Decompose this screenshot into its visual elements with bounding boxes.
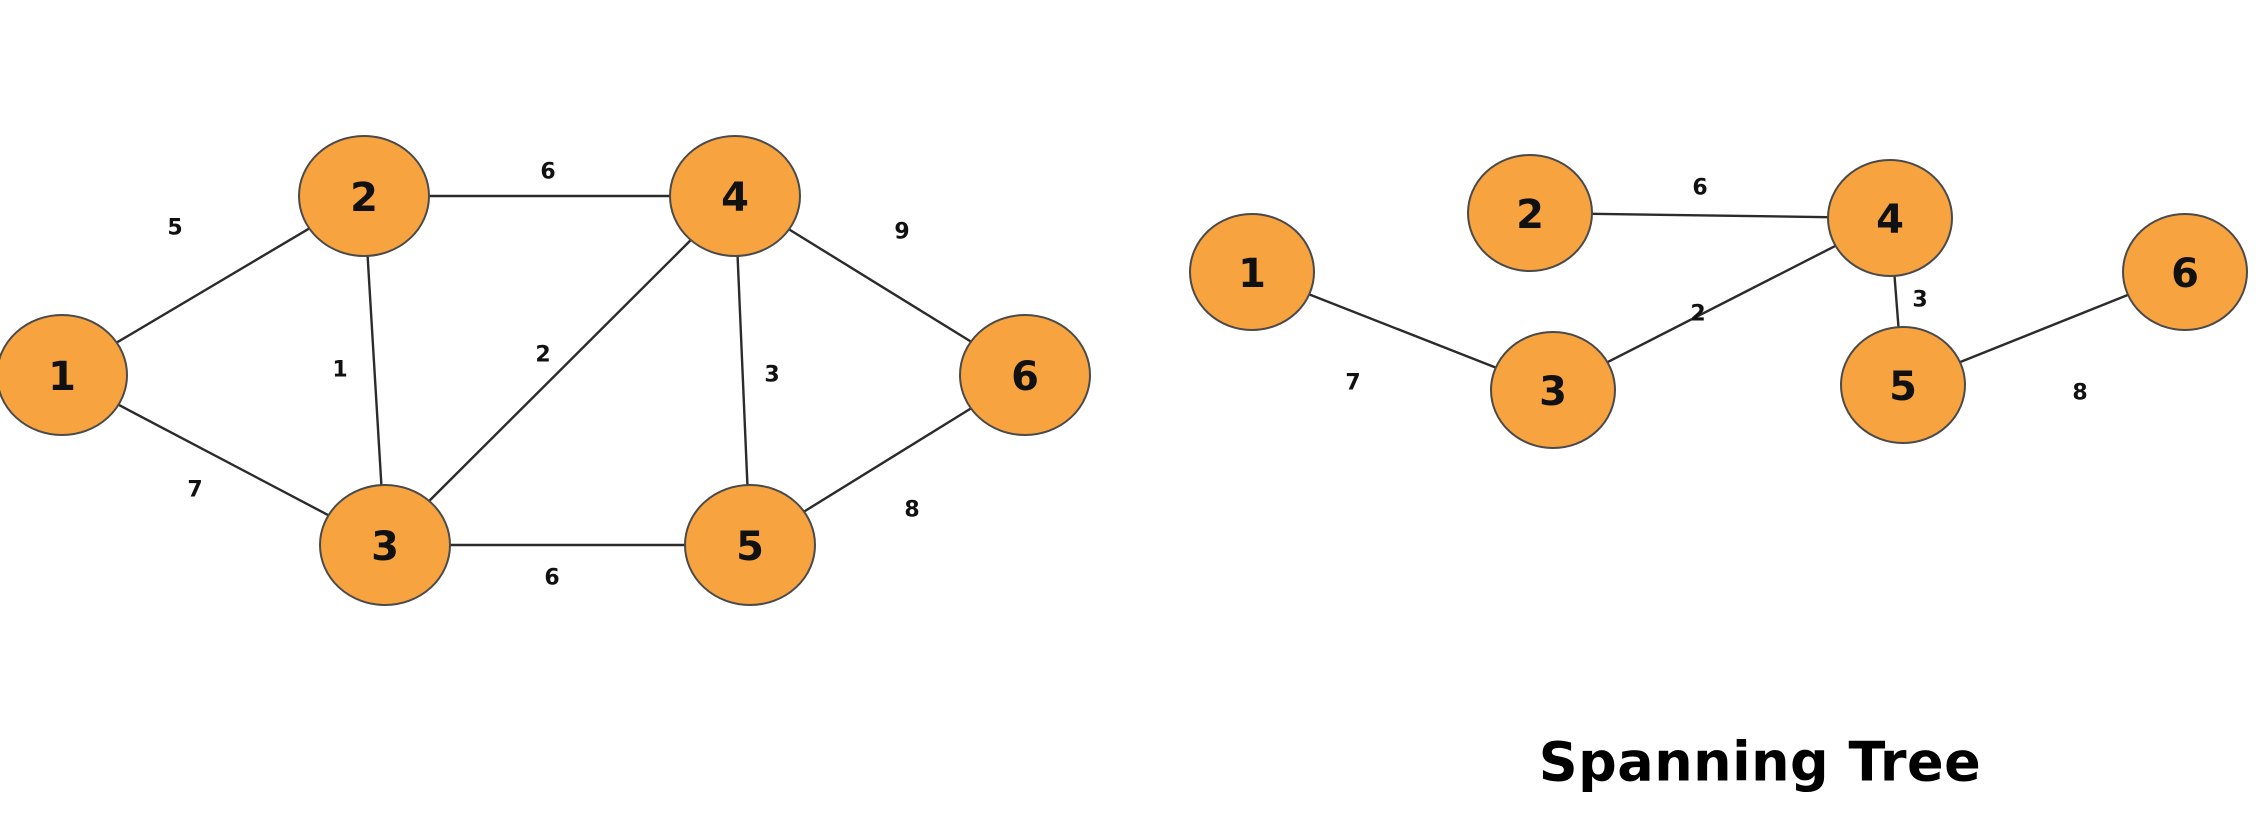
graph-edge-spanning-tree-1-3 — [1307, 293, 1498, 369]
nodes-layer: 1 2 3 4 5 6 1 2 3 4 5 6 — [0, 135, 2248, 606]
graph-node-spanning-tree-1[interactable]: 1 — [1189, 213, 1315, 331]
node-circle-2 — [1467, 154, 1593, 272]
node-circle-2 — [298, 135, 430, 257]
node-label-3: 3 — [1539, 369, 1567, 415]
node-label-1: 1 — [1238, 251, 1266, 297]
graph-edge-original-graph-1-3 — [117, 403, 330, 517]
edge-weight-spanning-tree-4-3: 2 — [1690, 302, 1705, 327]
node-label-2: 2 — [1516, 192, 1544, 238]
edge-weight-spanning-tree-2-4: 6 — [1692, 176, 1707, 201]
graph-node-original-graph-6[interactable]: 6 — [959, 314, 1091, 436]
panel-caption-spanning-tree: Spanning Tree — [1539, 731, 1982, 794]
graph-node-spanning-tree-5[interactable]: 5 — [1840, 326, 1966, 444]
node-circle-1 — [0, 314, 128, 436]
edge-weight-spanning-tree-5-6: 8 — [2072, 381, 2087, 406]
graph-edge-spanning-tree-4-3 — [1606, 244, 1837, 364]
edge-weight-original-graph-2-4: 6 — [540, 160, 555, 185]
graph-edge-original-graph-5-6 — [802, 407, 973, 513]
node-label-4: 4 — [721, 175, 749, 221]
edge-weight-original-graph-4-5: 3 — [764, 363, 779, 388]
edge-weight-original-graph-4-6: 9 — [894, 220, 909, 245]
edge-weight-original-graph-1-2: 5 — [167, 216, 182, 241]
node-circle-1 — [1189, 213, 1315, 331]
edge-weight-original-graph-1-3: 7 — [187, 478, 202, 503]
graph-edge-original-graph-4-5 — [736, 254, 749, 487]
node-label-5: 5 — [1889, 364, 1917, 410]
graph-edge-original-graph-1-2 — [115, 227, 311, 344]
node-label-5: 5 — [736, 524, 764, 570]
captions-layer: Spanning Tree — [1539, 731, 1982, 794]
graph-edge-original-graph-4-6 — [787, 228, 973, 343]
graph-node-spanning-tree-6[interactable]: 6 — [2122, 213, 2248, 331]
graph-edge-spanning-tree-5-6 — [1958, 293, 2130, 364]
graph-node-spanning-tree-3[interactable]: 3 — [1490, 331, 1616, 449]
node-circle-6 — [959, 314, 1091, 436]
graph-node-spanning-tree-4[interactable]: 4 — [1827, 159, 1953, 277]
graph-node-original-graph-5[interactable]: 5 — [684, 484, 816, 606]
edge-weight-original-graph-5-6: 8 — [904, 498, 919, 523]
node-circle-4 — [669, 135, 801, 257]
node-circle-6 — [2122, 213, 2248, 331]
node-label-3: 3 — [371, 524, 399, 570]
edge-weight-spanning-tree-1-3: 7 — [1345, 371, 1360, 396]
graph-edge-spanning-tree-2-4 — [1590, 212, 1830, 219]
node-circle-5 — [1840, 326, 1966, 444]
graph-edge-spanning-tree-4-5 — [1893, 274, 1900, 329]
graph-edge-original-graph-2-3 — [366, 254, 383, 487]
graph-node-spanning-tree-2[interactable]: 2 — [1467, 154, 1593, 272]
node-label-4: 4 — [1876, 197, 1904, 243]
edge-weight-original-graph-4-3: 2 — [535, 343, 550, 368]
edge-weight-original-graph-3-5: 6 — [544, 566, 559, 591]
node-label-1: 1 — [48, 354, 76, 400]
edges-layer — [115, 194, 2130, 547]
edge-weight-original-graph-2-3: 1 — [332, 358, 347, 383]
node-circle-3 — [319, 484, 451, 606]
node-circle-3 — [1490, 331, 1616, 449]
node-circle-5 — [684, 484, 816, 606]
edge-weights-layer: 5 6 1 7 2 3 9 6 8 6 2 3 7 8 — [167, 160, 2087, 591]
graph-node-original-graph-1[interactable]: 1 — [0, 314, 128, 436]
graph-node-original-graph-3[interactable]: 3 — [319, 484, 451, 606]
graph-node-original-graph-2[interactable]: 2 — [298, 135, 430, 257]
node-label-6: 6 — [2171, 251, 2199, 297]
edge-weight-spanning-tree-4-5: 3 — [1912, 288, 1927, 313]
node-label-6: 6 — [1011, 354, 1039, 400]
graph-edge-original-graph-4-3 — [427, 238, 693, 503]
node-circle-4 — [1827, 159, 1953, 277]
node-label-2: 2 — [350, 175, 378, 221]
graph-node-original-graph-4[interactable]: 4 — [669, 135, 801, 257]
